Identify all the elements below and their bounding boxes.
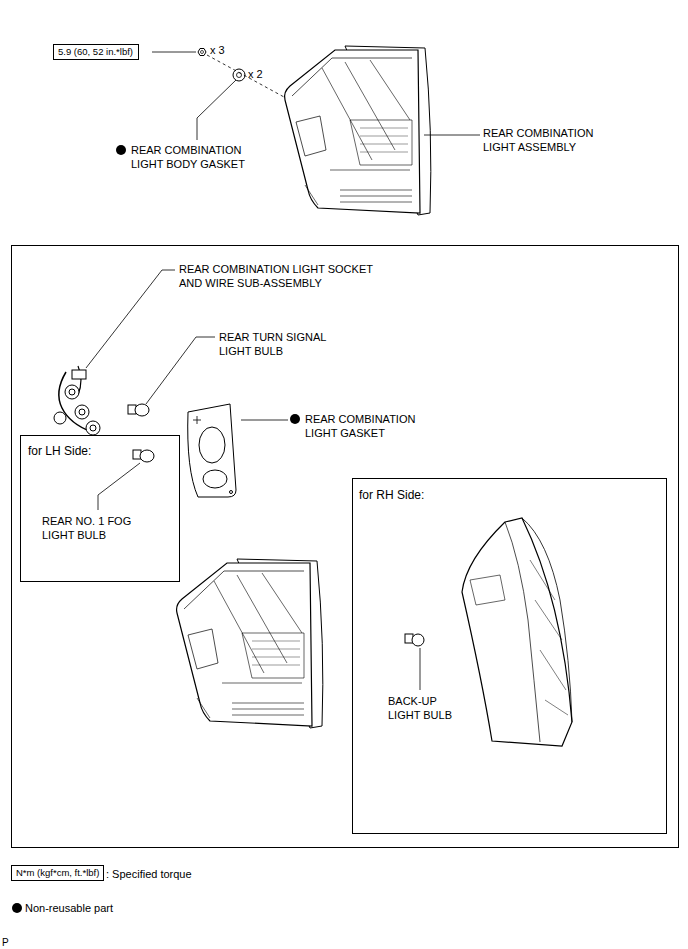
- part-name: REAR NO. 1 FOG LIGHT BULB: [42, 514, 147, 542]
- legend-marker: [12, 903, 22, 913]
- quantity-label: x 3: [210, 43, 225, 57]
- legend-text: Non-reusable part: [25, 901, 113, 915]
- box-text: for RH Side:: [359, 488, 660, 503]
- lamp-illustration: [285, 46, 431, 215]
- non-reusable-dot: [116, 145, 126, 155]
- non-reusable-dot: [290, 414, 300, 424]
- part-name: REAR COMBINATION LIGHT BODY GASKET: [131, 143, 266, 171]
- gasket-symbol: [233, 69, 245, 81]
- part-name: REAR COMBINATION LIGHT SOCKET AND WIRE S…: [179, 262, 394, 290]
- box-text: for LH Side:: [28, 444, 172, 459]
- legend-swatch: N*m (kgf*cm, ft.*lbf): [11, 865, 104, 881]
- page-mark: P: [2, 936, 9, 949]
- variant-box: for RH Side:: [352, 478, 667, 834]
- box-text: 5.9 (60, 52 in.*lbf): [58, 46, 134, 58]
- group-frame: [12, 246, 679, 848]
- variant-box: for LH Side:: [20, 435, 180, 582]
- quantity-label: x 2: [248, 67, 263, 81]
- lamp-illustration: [177, 559, 323, 728]
- part-name: REAR COMBINATION LIGHT ASSEMBLY: [483, 126, 613, 154]
- nut-symbol: [198, 49, 206, 56]
- part-name: REAR TURN SIGNAL LIGHT BULB: [219, 330, 341, 358]
- torque-box: 5.9 (60, 52 in.*lbf): [53, 44, 139, 60]
- part-name: REAR COMBINATION LIGHT GASKET: [305, 412, 435, 440]
- unit-label: N*m (kgf*cm, ft.*lbf): [16, 867, 99, 879]
- legend-text: : Specified torque: [106, 867, 192, 881]
- part-name: BACK-UP LIGHT BULB: [388, 694, 463, 722]
